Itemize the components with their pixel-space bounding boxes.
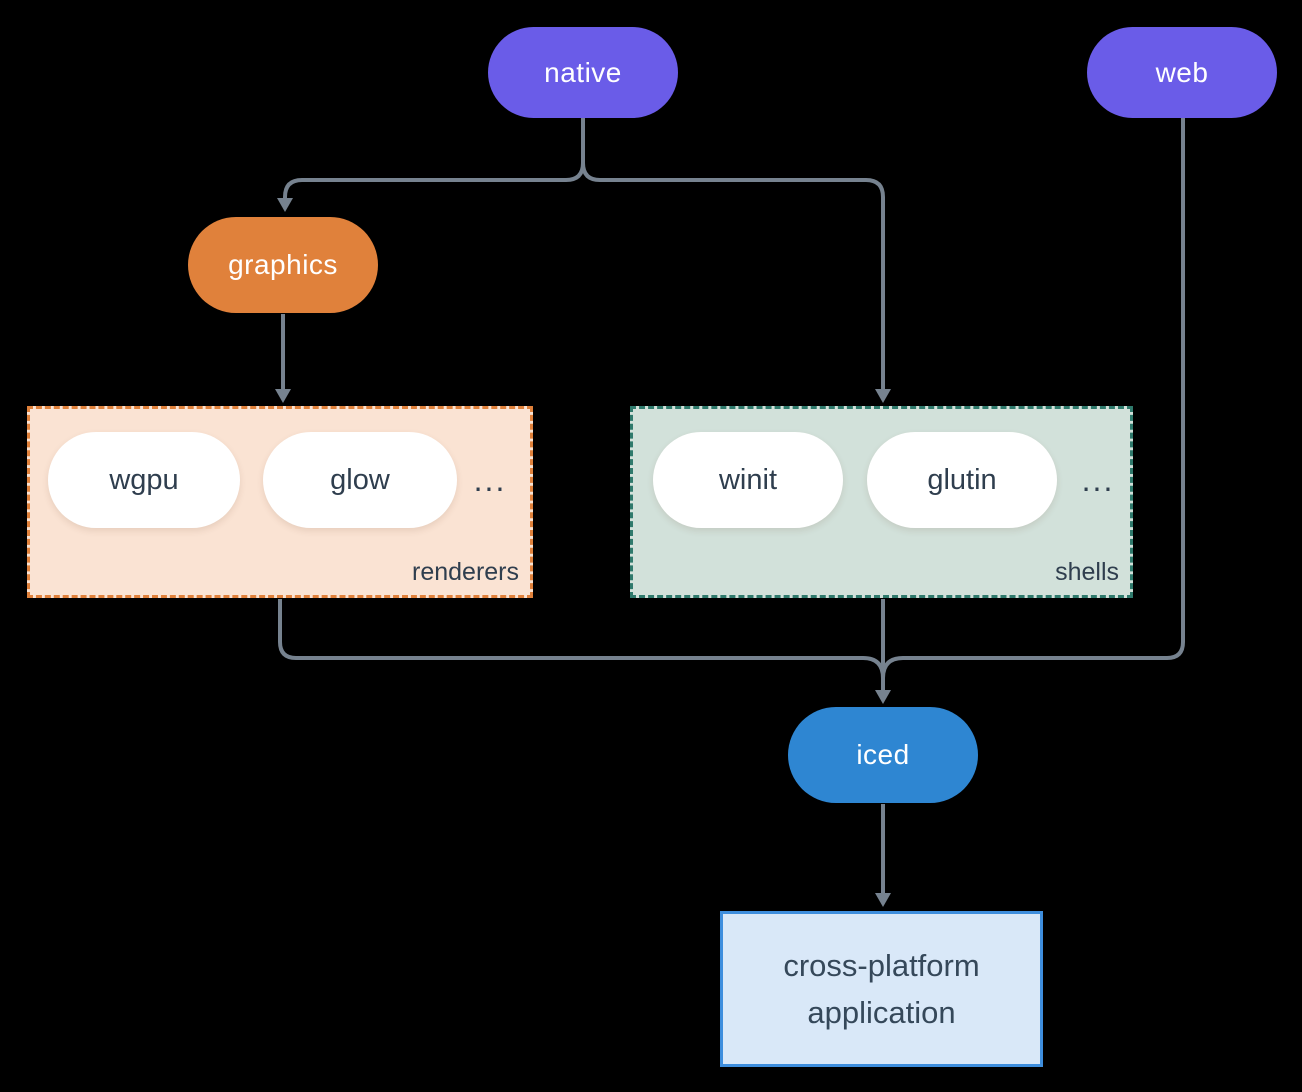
native-label: native (544, 56, 622, 88)
edge-renderers-iced (278, 599, 885, 679)
renderers-group-label: renderers (412, 558, 519, 586)
web-node: web (1087, 27, 1277, 118)
application-label-line2: application (807, 995, 956, 1030)
iced-node: iced (788, 707, 978, 803)
arrowhead-application (875, 893, 891, 907)
application-label-line1: cross-platform (783, 948, 980, 983)
winit-label: winit (718, 463, 777, 496)
graphics-label: graphics (228, 249, 338, 280)
glutin-label: glutin (927, 463, 997, 496)
application-node: cross-platform application (720, 911, 1043, 1067)
glow-label: glow (330, 463, 390, 496)
graphics-node: graphics (188, 217, 378, 313)
iced-label: iced (856, 739, 910, 770)
edge-native-shells (581, 118, 885, 390)
shells-ellipsis: ... (1081, 461, 1115, 498)
web-label: web (1155, 56, 1209, 88)
shells-group-label: shells (1055, 558, 1119, 586)
arrowhead-graphics (277, 198, 293, 212)
shells-group: winit glutin ... shells (630, 406, 1133, 598)
wgpu-label: wgpu (109, 463, 179, 496)
arrowhead-iced (875, 690, 891, 704)
glutin-node: glutin (867, 432, 1057, 528)
edge-native-graphics (283, 118, 585, 199)
glow-node: glow (263, 432, 457, 528)
renderers-group: wgpu glow ... renderers (27, 406, 533, 598)
renderers-ellipsis: ... (473, 461, 507, 498)
arrowhead-shells (875, 389, 891, 403)
winit-node: winit (653, 432, 843, 528)
edge-web-iced (881, 118, 1185, 679)
wgpu-node: wgpu (48, 432, 240, 528)
arrowhead-renderers (275, 389, 291, 403)
native-node: native (488, 27, 678, 118)
